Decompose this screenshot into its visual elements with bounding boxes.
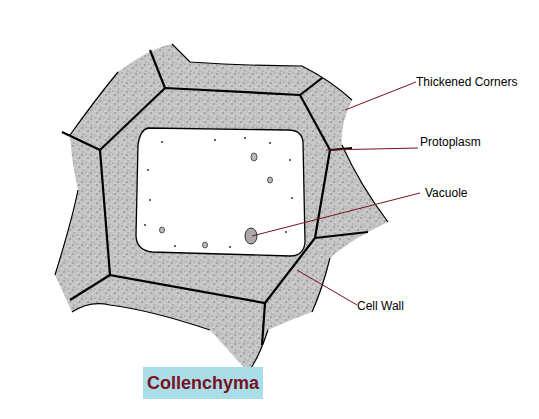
thickened-wall [55, 44, 388, 372]
figure-caption: Collenchyma [143, 367, 263, 399]
vacuole-outline [136, 128, 305, 256]
callout-label: Protoplasm [420, 135, 481, 149]
neighbour-cell-wall [70, 72, 118, 135]
cell-wall-outline [100, 88, 330, 303]
neighbour-cell-wall [172, 44, 352, 100]
callout-label: Cell Wall [357, 299, 404, 313]
leader-line [252, 82, 420, 305]
neighbour-cell-wall [248, 330, 268, 372]
neighbour-cell-wall [72, 304, 210, 330]
neighbour-cell-wall [312, 258, 330, 312]
middle-lamella [62, 50, 368, 345]
neighbour-cell-wall [55, 190, 78, 275]
granule [160, 153, 273, 248]
nucleus [245, 228, 257, 244]
neighbour-cell-wall [342, 145, 388, 222]
callout-label: Vacuole [425, 186, 467, 200]
callout-label: Thickened Corners [416, 75, 517, 89]
